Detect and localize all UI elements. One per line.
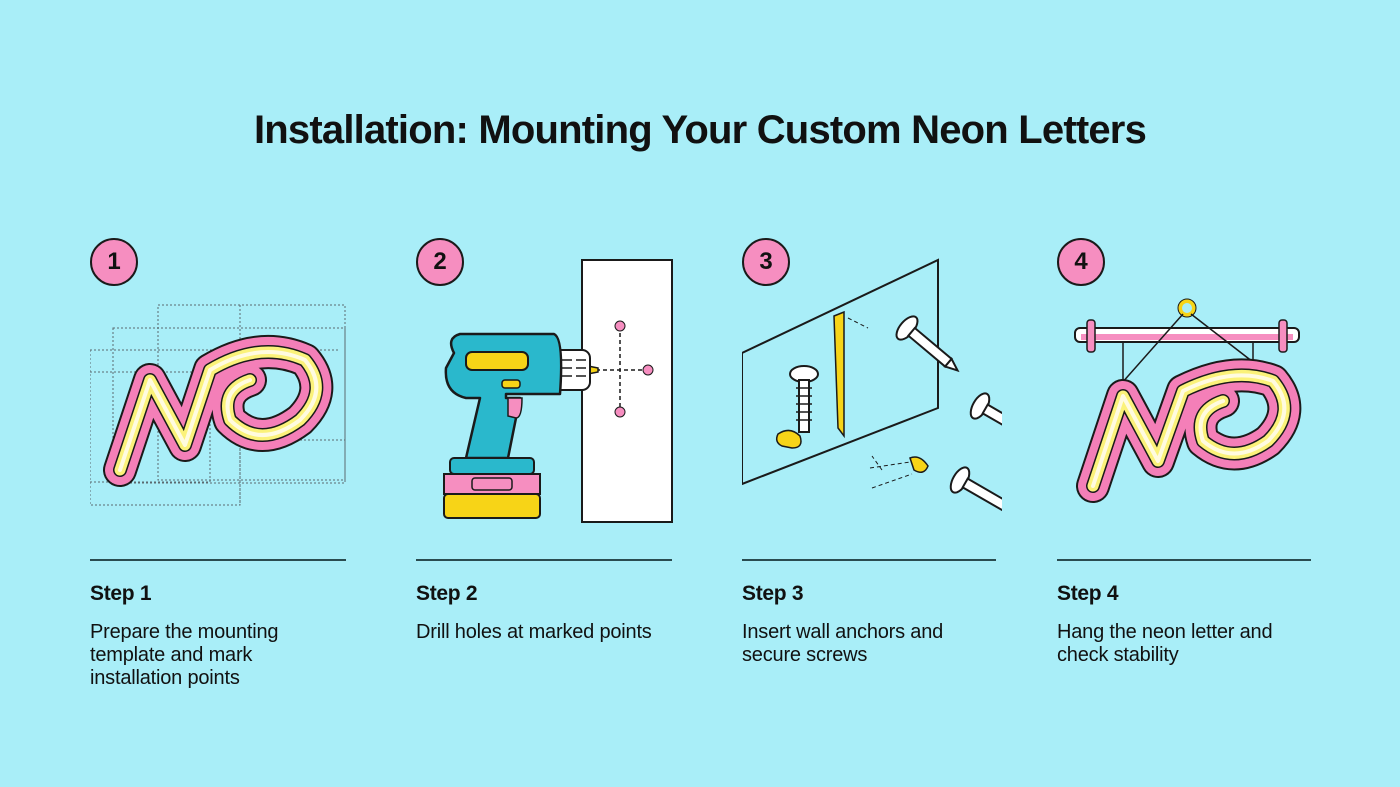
hanging-neon-icon: [1074, 298, 1302, 503]
step-number-badge: 3: [742, 238, 790, 286]
page-title: Installation: Mounting Your Custom Neon …: [253, 108, 1147, 152]
step-description: Insert wall anchors and secure screws: [742, 621, 944, 666]
divider: [90, 559, 346, 561]
step-number-badge: 2: [416, 238, 464, 286]
divider: [1057, 559, 1311, 561]
neon-template-icon: [90, 304, 346, 506]
step-4: 4 Step 4 Hang the neon letter and check …: [1057, 0, 1317, 787]
divider: [416, 559, 672, 561]
divider: [742, 559, 996, 561]
anchors-screws-icon: [742, 258, 1002, 518]
step-description: Prepare the mounting template and mark i…: [90, 621, 279, 689]
step-description: Hang the neon letter and check stability: [1057, 621, 1273, 666]
step-title: Step 1: [90, 582, 152, 605]
step-3: 3 Step 3 Insert wall anchors and secure …: [742, 0, 1002, 787]
step-title: Step 3: [742, 582, 804, 605]
step-description: Drill holes at marked points: [416, 621, 652, 643]
step-title: Step 4: [1057, 582, 1119, 605]
step-2: 2 Step 2 Drill holes at marked points: [416, 0, 676, 787]
step-1: 1 Step 1 Prepare the mounting template a…: [90, 0, 350, 787]
step-number-badge: 4: [1057, 238, 1105, 286]
step-title: Step 2: [416, 582, 478, 605]
step-number-badge: 1: [90, 238, 138, 286]
drill-icon: [443, 259, 673, 523]
